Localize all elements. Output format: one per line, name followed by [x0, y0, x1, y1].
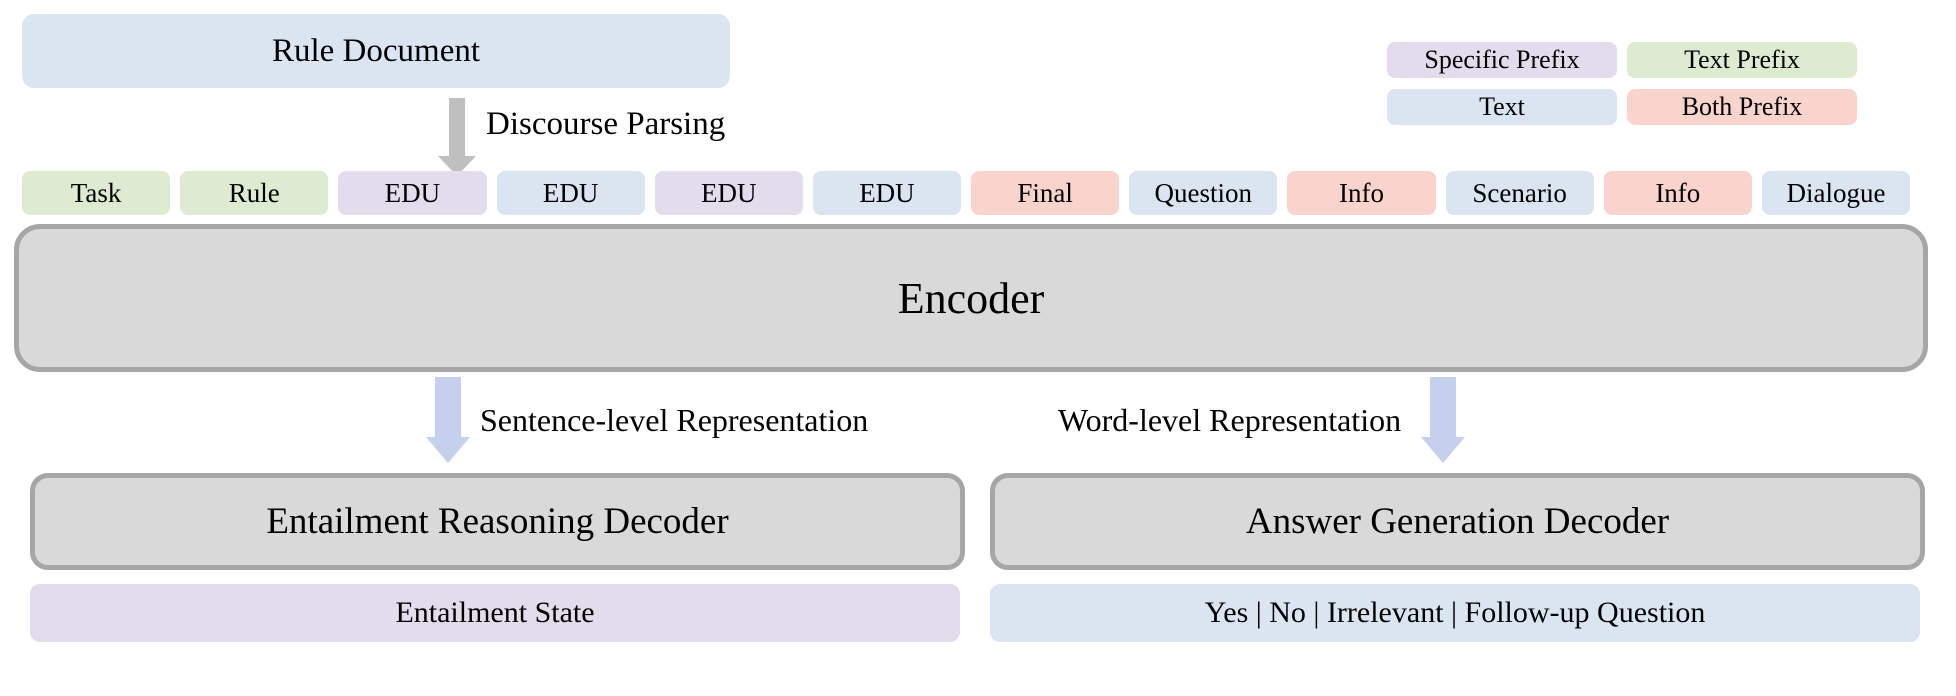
- sentence-representation-arrow-icon: [426, 377, 470, 463]
- input-token-label: EDU: [384, 177, 441, 208]
- rule-document-label: Rule Document: [271, 32, 481, 69]
- input-token: EDU: [338, 171, 487, 215]
- legend-item: Specific Prefix: [1387, 42, 1617, 78]
- input-token-label: EDU: [701, 177, 757, 208]
- input-token-label: Scenario: [1472, 177, 1567, 208]
- legend-item: Text Prefix: [1627, 42, 1857, 78]
- input-token: Info: [1603, 171, 1752, 215]
- entailment-reasoning-decoder-box: Entailment Reasoning Decoder: [30, 473, 965, 570]
- entailment-state-label: Entailment State: [395, 596, 595, 629]
- input-token: EDU: [496, 171, 645, 215]
- sentence-level-representation-label: Sentence-level Representation: [480, 401, 869, 438]
- word-level-representation-label: Word-level Representation: [1058, 401, 1402, 438]
- rule-document-box: Rule Document: [22, 14, 730, 88]
- answer-generation-decoder-label: Answer Generation Decoder: [1245, 501, 1670, 542]
- legend-item-label: Text: [1479, 92, 1525, 121]
- input-token: Scenario: [1445, 171, 1594, 215]
- legend-item: Both Prefix: [1627, 89, 1857, 125]
- legend-item-label: Specific Prefix: [1424, 45, 1580, 74]
- legend: Specific Prefix Text Prefix Text Both Pr…: [1387, 42, 1857, 125]
- word-representation-arrow-icon: [1421, 377, 1465, 463]
- input-token: Task: [22, 171, 171, 215]
- legend-item-label: Text Prefix: [1684, 45, 1800, 74]
- input-token: EDU: [654, 171, 803, 215]
- encoder-label: Encoder: [897, 273, 1045, 323]
- input-token-label: Info: [1655, 177, 1701, 208]
- input-token-label: Dialogue: [1786, 177, 1886, 208]
- input-token-label: Final: [1017, 177, 1073, 208]
- input-token-label: EDU: [859, 177, 915, 208]
- answer-output-box: Yes | No | Irrelevant | Follow-up Questi…: [990, 584, 1920, 642]
- discourse-parsing-arrow-icon: [438, 98, 476, 176]
- encoder-box: Encoder: [14, 224, 1928, 372]
- input-token-label: Question: [1154, 177, 1253, 208]
- input-token: Final: [971, 171, 1120, 215]
- input-token-label: Rule: [228, 177, 280, 208]
- discourse-parsing-label: Discourse Parsing: [486, 105, 726, 142]
- input-token-label: EDU: [542, 177, 599, 208]
- legend-item-label: Both Prefix: [1681, 92, 1803, 121]
- answer-generation-decoder-box: Answer Generation Decoder: [990, 473, 1925, 570]
- input-token-label: Info: [1338, 177, 1384, 208]
- answer-output-label: Yes | No | Irrelevant | Follow-up Questi…: [1204, 596, 1706, 629]
- input-token-label: Task: [70, 177, 122, 208]
- input-token: EDU: [812, 171, 962, 215]
- input-token: Rule: [180, 171, 329, 215]
- entailment-reasoning-decoder-label: Entailment Reasoning Decoder: [266, 501, 729, 542]
- entailment-state-output-box: Entailment State: [30, 584, 960, 642]
- input-token: Dialogue: [1761, 171, 1911, 215]
- input-token: Question: [1129, 171, 1278, 215]
- legend-item: Text: [1387, 89, 1617, 125]
- input-token: Info: [1287, 171, 1436, 215]
- input-token-row: Task Rule EDU EDU EDU EDU Final Question…: [22, 171, 1911, 215]
